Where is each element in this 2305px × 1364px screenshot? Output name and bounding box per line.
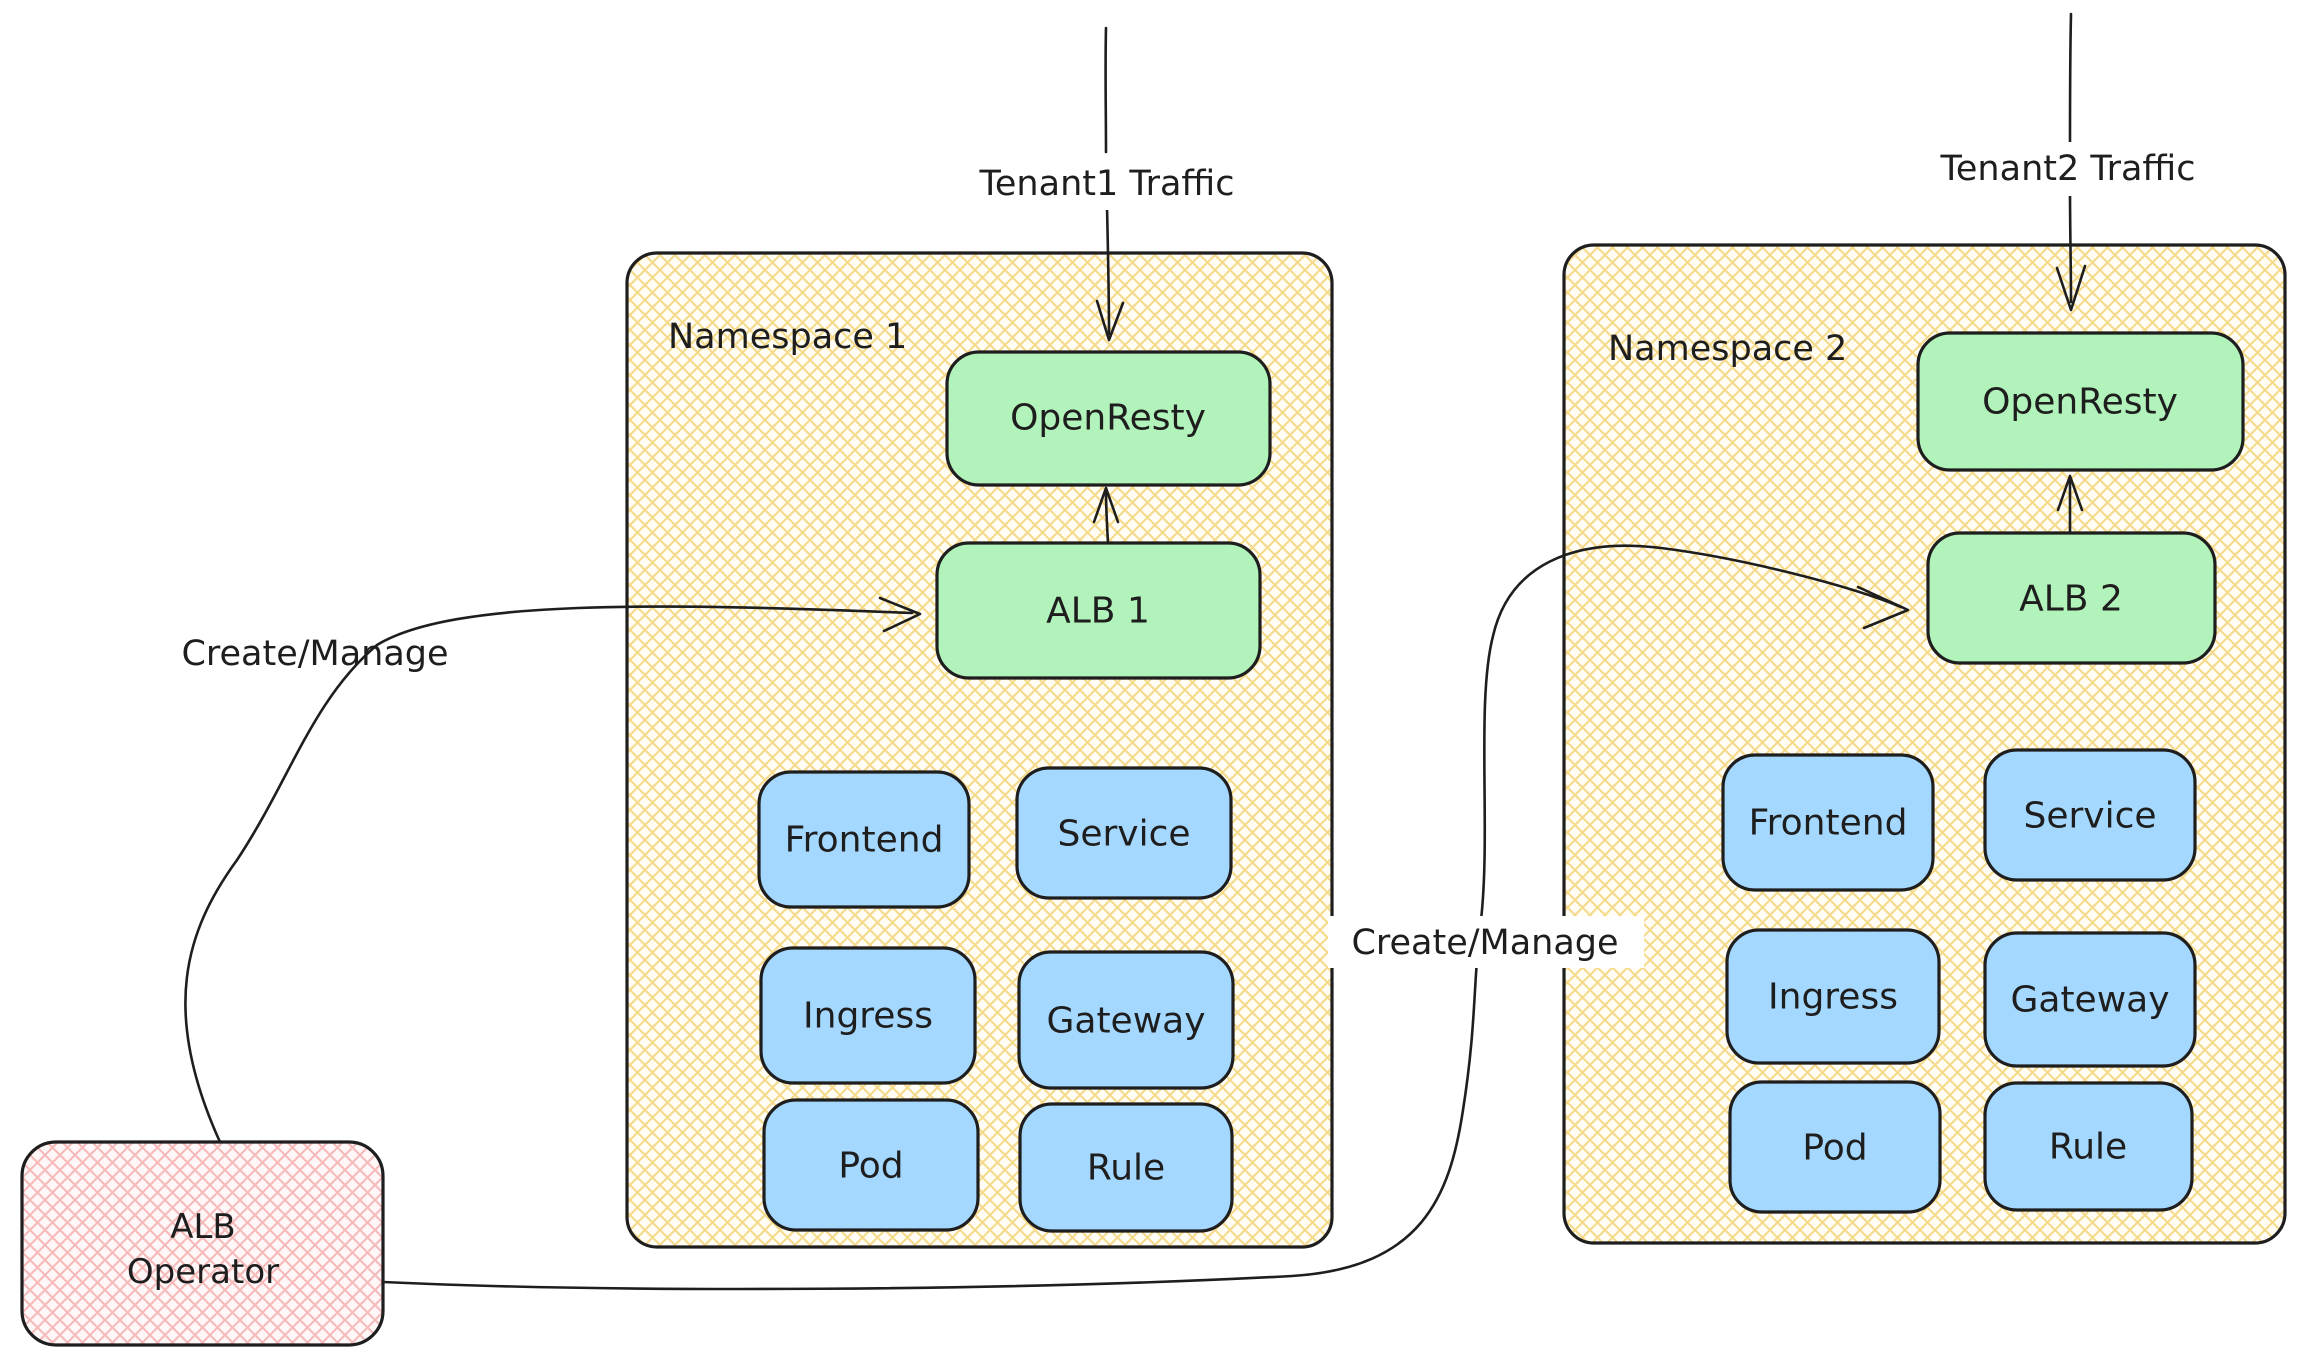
frontend-1-label: Frontend: [785, 820, 944, 861]
alb-1-box: ALB 1: [935, 541, 1262, 680]
rule-1-label: Rule: [1087, 1148, 1165, 1189]
create-manage-right-label: Create/Manage: [1351, 923, 1618, 963]
gateway-2-box: Gateway: [1983, 931, 2197, 1068]
service-2-label: Service: [2023, 796, 2156, 837]
service-1-box: Service: [1015, 766, 1233, 900]
rule-1-box: Rule: [1018, 1102, 1234, 1233]
rule-2-label: Rule: [2049, 1127, 2127, 1168]
frontend-2-box: Frontend: [1721, 753, 1935, 892]
pod-1-box: Pod: [762, 1098, 980, 1232]
create-manage-left-label: Create/Manage: [181, 634, 448, 674]
alb-operator-box: ALB Operator: [20, 1140, 385, 1347]
frontend-1-box: Frontend: [757, 770, 971, 909]
gateway-1-label: Gateway: [1046, 1001, 1205, 1042]
service-2-box: Service: [1983, 748, 2197, 882]
openresty-2-label: OpenResty: [1982, 382, 2178, 423]
frontend-2-label: Frontend: [1749, 803, 1908, 844]
alb-1-label: ALB 1: [1046, 591, 1150, 632]
tenant1-label-bg: [938, 156, 1276, 210]
alb1-to-openresty1-arrow: [1092, 486, 1120, 545]
openresty-1-label: OpenResty: [1010, 398, 1206, 439]
ingress-1-box: Ingress: [759, 946, 977, 1085]
ingress-2-box: Ingress: [1725, 928, 1941, 1065]
tenant2-label-bg: [1893, 142, 2245, 196]
gateway-2-label: Gateway: [2010, 980, 2169, 1021]
pod-2-label: Pod: [1802, 1128, 1867, 1169]
create-manage-right-label-bg: [1328, 916, 1644, 968]
service-1-label: Service: [1057, 814, 1190, 855]
tenant2-traffic-arrow: [2055, 12, 2087, 312]
pod-2-box: Pod: [1728, 1080, 1942, 1214]
tenant1-traffic-label: Tenant1 Traffic: [978, 164, 1234, 204]
ingress-2-label: Ingress: [1768, 977, 1898, 1018]
namespace-2-title: Namespace 2: [1608, 329, 1847, 369]
openresty-2-box: OpenResty: [1916, 331, 2245, 472]
alb-2-box: ALB 2: [1926, 531, 2217, 665]
create-manage-arrow-to-alb2: [381, 544, 1910, 1291]
namespace-1-title: Namespace 1: [668, 317, 907, 357]
create-manage-arrow-to-alb1: [184, 596, 922, 1144]
alb-operator-label-line1: ALB: [170, 1207, 236, 1247]
pod-1-label: Pod: [838, 1146, 903, 1187]
tenant2-traffic-label: Tenant2 Traffic: [1939, 149, 2195, 189]
tenant1-traffic-arrow: [1095, 26, 1125, 342]
rule-2-box: Rule: [1983, 1081, 2194, 1212]
gateway-1-box: Gateway: [1017, 950, 1235, 1090]
openresty-1-box: OpenResty: [945, 350, 1272, 487]
ingress-1-label: Ingress: [803, 996, 933, 1037]
alb2-to-openresty2-arrow: [2056, 474, 2084, 535]
alb-2-label: ALB 2: [2019, 579, 2123, 620]
alb-operator-label-line2: Operator: [127, 1252, 279, 1292]
